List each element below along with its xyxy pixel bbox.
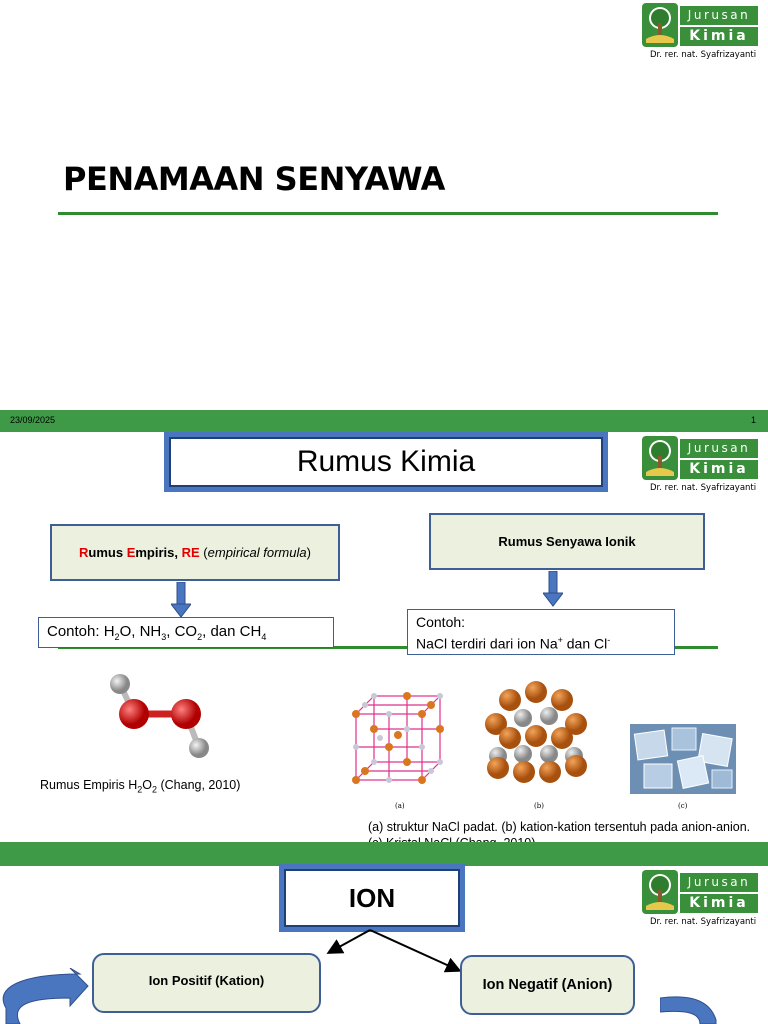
caption-text: (Chang, 2010) <box>157 778 241 792</box>
contoh-label: Contoh: <box>416 614 466 630</box>
tree-emblem-icon <box>642 870 678 914</box>
logo-text-kimia: Kimia <box>680 894 758 913</box>
slide-date: 23/09/2025 <box>10 415 56 425</box>
slide2-footer-bar <box>0 842 768 866</box>
contoh-text: Contoh: H <box>47 623 115 640</box>
slide1-title: PENAMAAN SENYAWA <box>63 160 445 198</box>
curved-arrow-right-icon <box>660 996 717 1024</box>
author-name: Dr. rer. nat. Syafrizayanti <box>650 483 757 493</box>
panel-label-a: (a) <box>395 802 405 810</box>
nacl-packed-image <box>485 681 587 783</box>
cation-box: Ion Positif (Kation) <box>92 953 321 1013</box>
contoh-text: O, NH <box>119 623 162 640</box>
logo-text-jurusan: Jurusan <box>680 873 758 892</box>
ionic-compound-box: Rumus Senyawa Ionik <box>429 513 705 570</box>
curved-arrow-left-icon <box>2 968 89 1024</box>
nacl-lattice-image <box>352 692 444 784</box>
author-name: Dr. rer. nat. Syafrizayanti <box>650 917 757 927</box>
contoh-nacl-line: NaCl terdiri dari ion Na+ dan Cl- <box>416 631 666 653</box>
caption-text: Rumus Empiris H <box>40 778 138 792</box>
empirical-formula-english: empirical formula <box>207 545 307 560</box>
slide3-title: ION <box>284 869 460 927</box>
logo-text-jurusan: Jurusan <box>680 6 758 25</box>
contoh-text: dan Cl <box>562 635 608 652</box>
down-arrow-icon <box>543 571 563 607</box>
abbr-re: RE <box>181 545 200 560</box>
paren-open: ( <box>199 545 208 560</box>
text-umus: umus <box>88 545 127 560</box>
slide1-footer-bar: 23/09/2025 1 <box>0 410 768 432</box>
contoh-text: , dan CH <box>202 623 262 640</box>
branch-arrows <box>326 929 462 973</box>
tree-emblem-icon <box>642 436 678 480</box>
jurusan-kimia-logo: Jurusan Kimia Dr. rer. nat. Syafrizayant… <box>642 3 760 63</box>
letter-r: R <box>79 545 89 560</box>
logo-text-kimia: Kimia <box>680 460 758 479</box>
text-mpiris: mpiris, <box>135 545 182 560</box>
subscript: 2 <box>152 784 158 795</box>
subscript: 2 <box>114 632 120 642</box>
slide2-divider <box>58 646 718 649</box>
slide2-title: Rumus Kimia <box>169 437 603 487</box>
empirical-example-box: Contoh: H2O, NH3, CO2, dan CH4 <box>38 617 334 648</box>
slide1-divider <box>58 212 718 215</box>
down-arrow-icon <box>171 582 191 618</box>
ionic-example-box: Contoh: NaCl terdiri dari ion Na+ dan Cl… <box>407 609 675 655</box>
author-name: Dr. rer. nat. Syafrizayanti <box>650 50 757 60</box>
nacl-crystal-photo <box>630 724 736 794</box>
logo-text-kimia: Kimia <box>680 27 758 46</box>
jurusan-kimia-logo: Jurusan Kimia Dr. rer. nat. Syafrizayant… <box>642 870 760 930</box>
anion-box: Ion Negatif (Anion) <box>460 955 635 1015</box>
contoh-text: , CO <box>166 623 198 640</box>
paren-close: ) <box>306 545 311 560</box>
panel-label-b: (b) <box>534 802 544 810</box>
panel-label-c: (c) <box>678 802 688 810</box>
jurusan-kimia-logo: Jurusan Kimia Dr. rer. nat. Syafrizayant… <box>642 436 760 496</box>
subscript: 3 <box>161 632 167 642</box>
nacl-caption-line1: (a) struktur NaCl padat. (b) kation-kati… <box>368 820 751 834</box>
superscript: + <box>557 635 563 645</box>
h2o2-caption: Rumus Empiris H2O2 (Chang, 2010) <box>40 778 240 795</box>
page-number: 1 <box>750 415 756 425</box>
contoh-text: NaCl terdiri dari ion Na <box>416 635 558 652</box>
superscript: - <box>607 635 611 645</box>
subscript: 2 <box>197 632 203 642</box>
logo-text-jurusan: Jurusan <box>680 439 758 458</box>
caption-text: O <box>142 778 152 792</box>
h2o2-molecule-image <box>110 674 209 758</box>
empirical-formula-box: Rumus Empiris, RE (empirical formula) <box>50 524 340 581</box>
subscript: 2 <box>137 784 143 795</box>
subscript: 4 <box>261 632 267 642</box>
tree-emblem-icon <box>642 3 678 47</box>
letter-e: E <box>126 545 136 560</box>
